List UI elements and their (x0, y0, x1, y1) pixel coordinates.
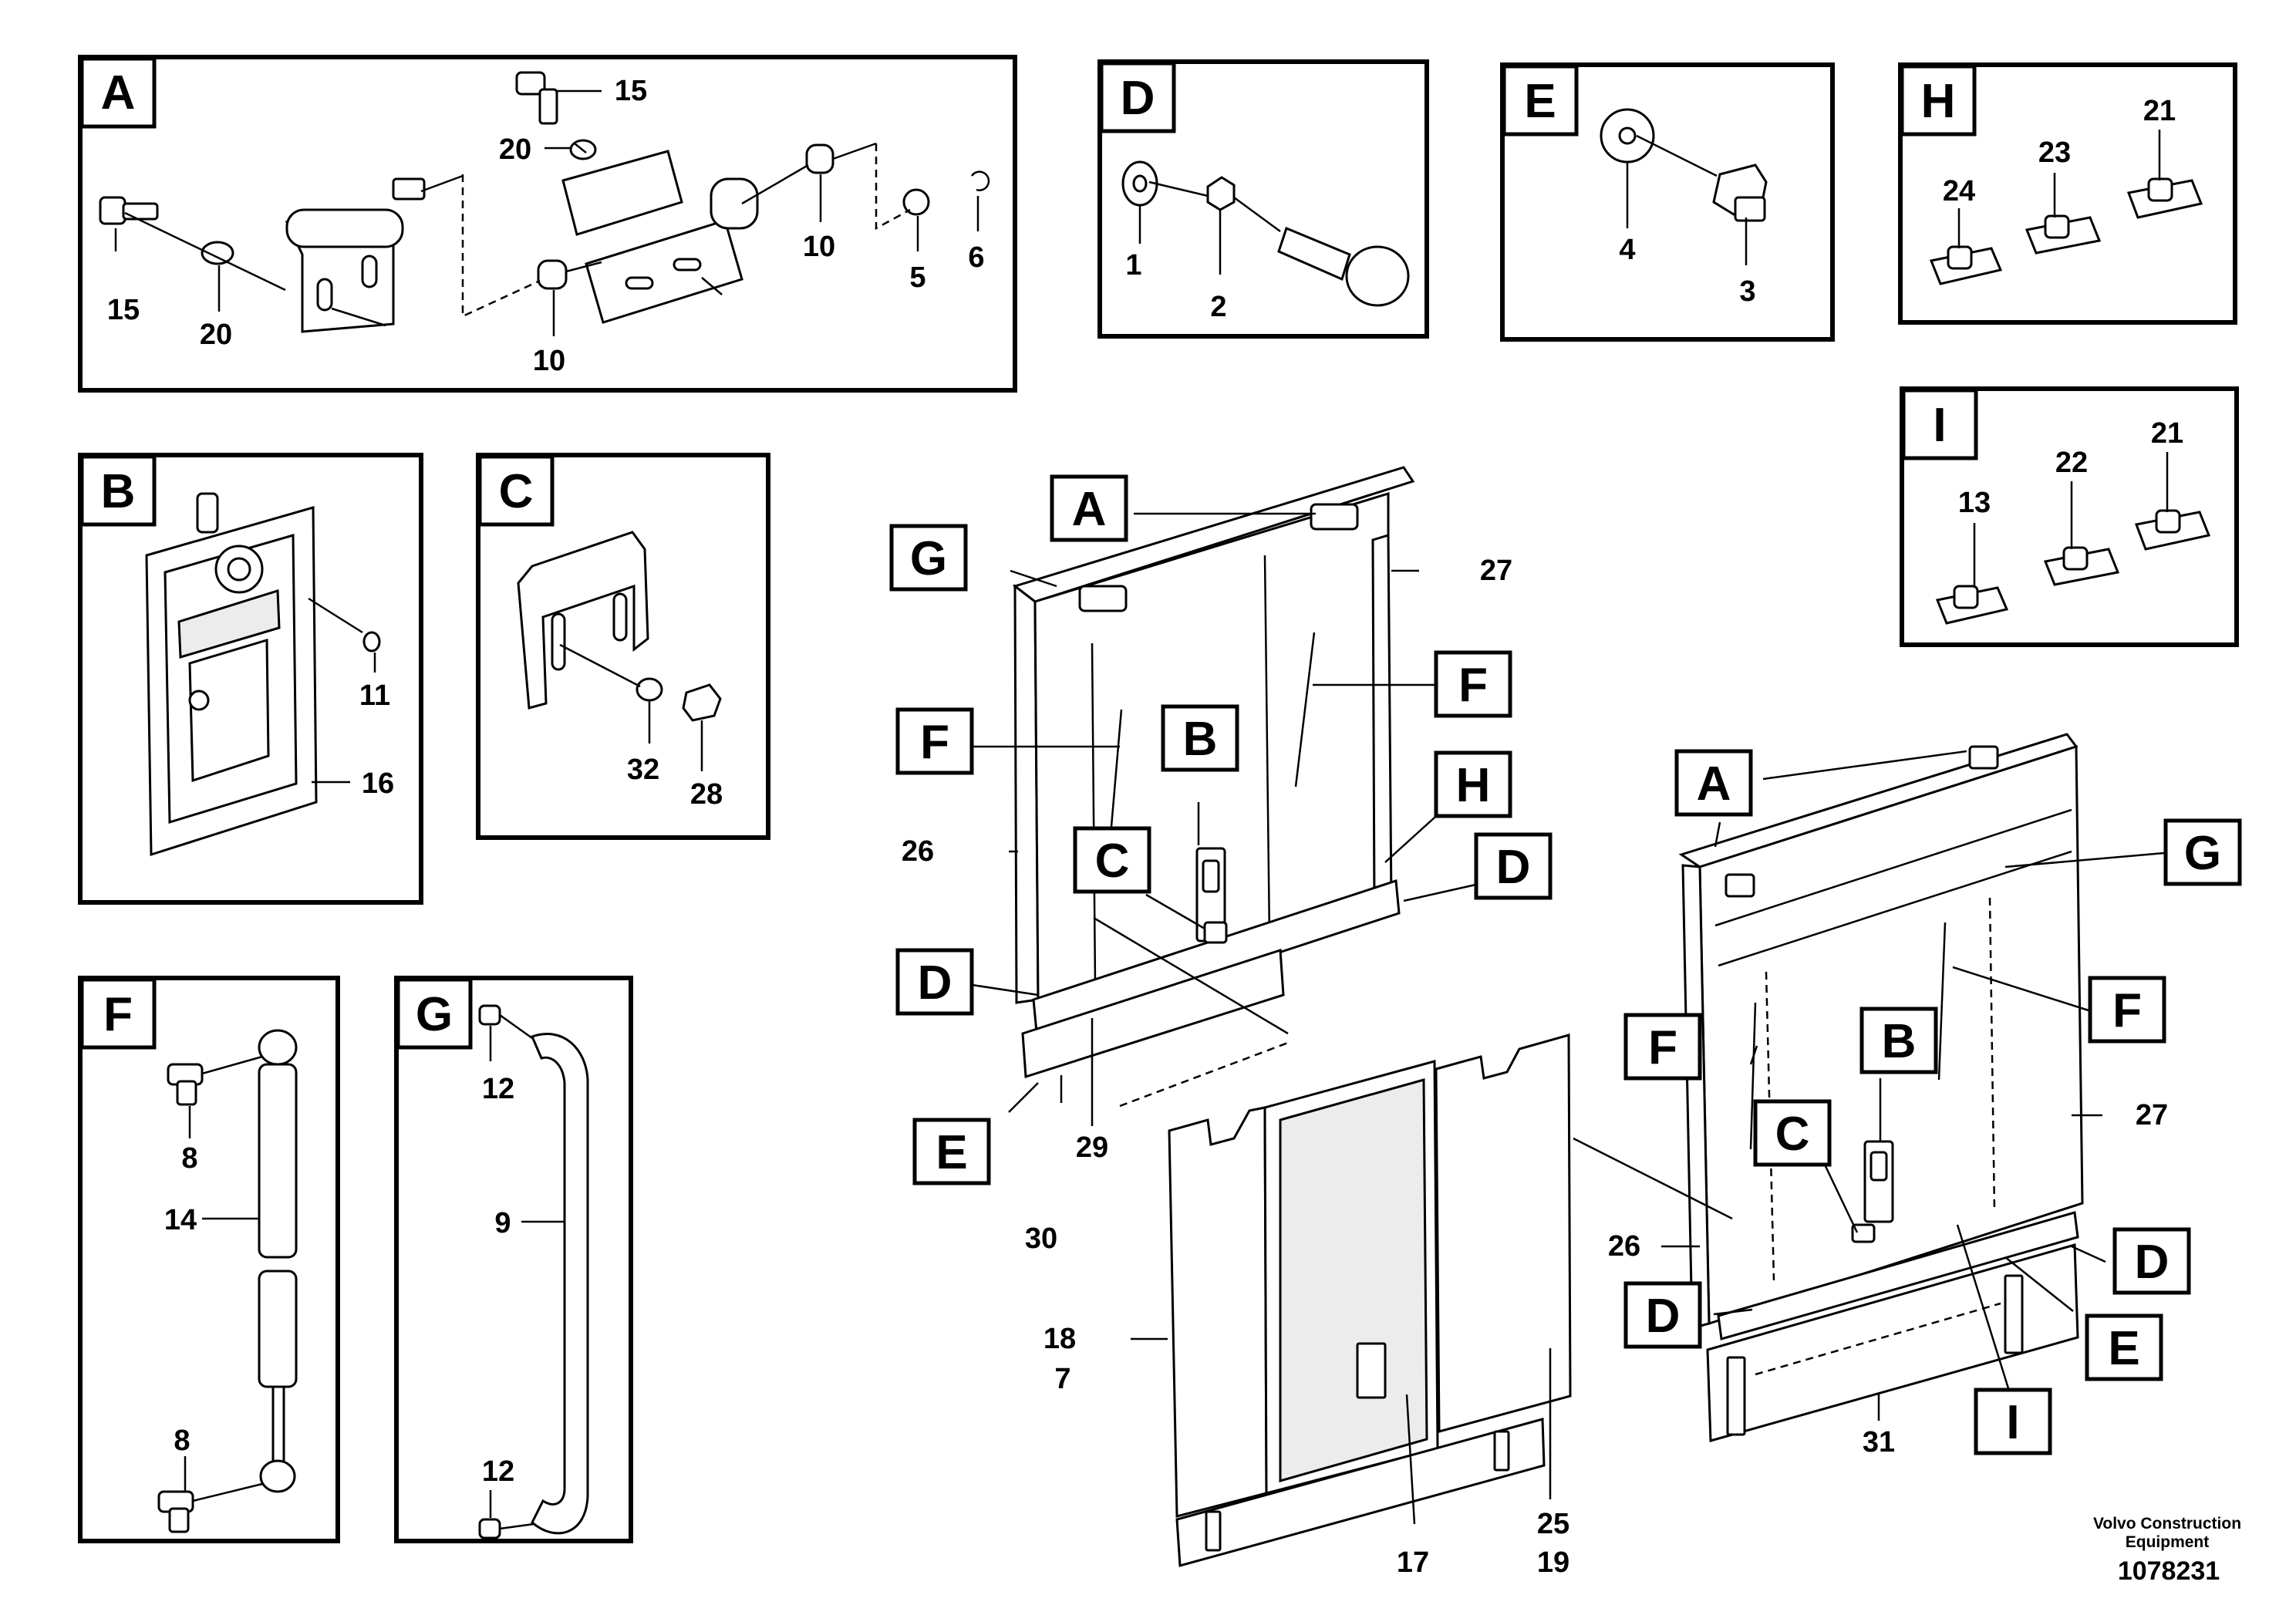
main-right-tag-g: G (2184, 827, 2221, 880)
detail-e-letter: E (1524, 75, 1556, 128)
detail-a: A (78, 55, 1017, 393)
credit-company: Volvo Construction (2093, 1515, 2241, 1533)
callout-a-6: 6 (968, 241, 984, 274)
detail-b-letter: B (101, 465, 136, 518)
detail-f: F 8 14 8 (78, 976, 340, 1543)
main-left-callout-30: 30 (1025, 1222, 1057, 1255)
striker-bracket-drawing (517, 531, 722, 771)
main-left-callout-19: 19 (1537, 1546, 1569, 1579)
callout-a-20-top: 20 (499, 133, 531, 166)
main-left-tag-g: G (910, 532, 947, 585)
grab-handle-drawing (478, 1004, 589, 1539)
detail-f-letter: F (103, 988, 133, 1041)
callout-b-16: 16 (362, 767, 394, 800)
callout-a-10-bottom: 10 (533, 345, 565, 377)
detail-a-letter: A (101, 66, 136, 120)
main-right-tag-f-right: F (2112, 984, 2142, 1037)
main-right-tag-c: C (1775, 1108, 1810, 1161)
hinge-assembly-drawing (99, 71, 990, 336)
callout-c-32: 32 (627, 754, 659, 786)
main-right-tag-b: B (1882, 1015, 1917, 1068)
callout-d-1: 1 (1125, 249, 1141, 282)
callout-a-15-top: 15 (615, 75, 647, 107)
main-right-callout-27: 27 (2136, 1099, 2168, 1131)
callout-h-21: 21 (2143, 95, 2176, 127)
main-left-tag-d-left: D (918, 956, 952, 1010)
main-right-tag-i: I (2006, 1396, 2019, 1449)
callout-a-20-left: 20 (200, 319, 232, 351)
clip-set-i-drawing (1935, 452, 2211, 625)
callout-e-4: 4 (1619, 234, 1635, 266)
callout-a-5: 5 (909, 261, 925, 294)
callout-e-3: 3 (1739, 275, 1755, 308)
callout-f-8-bottom: 8 (174, 1425, 190, 1457)
detail-i: I 13 22 21 (1900, 386, 2239, 647)
main-right-tag-d-left: D (1646, 1290, 1681, 1343)
callout-b-11: 11 (359, 679, 390, 712)
callout-i-13: 13 (1958, 487, 1991, 519)
main-left-tag-d-right: D (1496, 841, 1531, 894)
callout-c-28: 28 (690, 778, 723, 811)
main-assembly-right: A G F F B C D D E I 27 26 31 (1573, 733, 2242, 1458)
main-right-tag-a: A (1697, 757, 1731, 811)
main-right-callout-26: 26 (1608, 1230, 1640, 1263)
main-left-tag-e: E (936, 1126, 967, 1179)
detail-i-letter: I (1933, 399, 1946, 452)
bolt-washer-drawing (1600, 108, 1768, 265)
main-left-callout-29: 29 (1076, 1131, 1108, 1164)
main-right-tag-d-right: D (2135, 1236, 2170, 1289)
pin-washer-drawing (1121, 160, 1410, 307)
door-latch-drawing (145, 492, 381, 857)
credit-block: Volvo Construction Equipment 1078231 (2093, 1515, 2241, 1586)
callout-f-14: 14 (164, 1204, 197, 1236)
main-right-tag-f-left: F (1648, 1021, 1677, 1074)
main-left-callout-27: 27 (1480, 555, 1512, 587)
callout-i-22: 22 (2055, 447, 2088, 479)
callout-g-12-bottom: 12 (482, 1455, 514, 1488)
main-left-callout-18: 18 (1043, 1323, 1076, 1355)
detail-c-letter: C (499, 465, 534, 518)
main-left-tag-b: B (1183, 713, 1218, 766)
detail-g-letter: G (416, 988, 453, 1041)
main-assembly-left: A G F F B H C D D E 27 26 29 30 18 7 17 … (889, 466, 1572, 1579)
main-left-tag-f-right: F (1458, 659, 1488, 712)
cover-panel-left-drawing (1012, 466, 1415, 1108)
main-left-callout-7: 7 (1054, 1363, 1070, 1395)
detail-b: B 11 16 (78, 453, 423, 905)
filter-plates-left-drawing (1168, 1034, 1572, 1567)
detail-h-letter: H (1921, 75, 1956, 128)
callout-h-24: 24 (1943, 175, 1975, 207)
clip-set-h-drawing (1929, 130, 2203, 285)
callout-a-15-left: 15 (107, 294, 140, 326)
main-left-callout-17: 17 (1397, 1546, 1429, 1579)
detail-c: C 32 28 (476, 453, 770, 840)
detail-e: E 4 3 (1500, 62, 1835, 342)
gas-strut-drawing (157, 1029, 298, 1533)
callout-d-2: 2 (1210, 291, 1226, 323)
detail-d-letter: D (1121, 72, 1155, 125)
callout-i-21: 21 (2151, 417, 2183, 450)
main-left-callout-26: 26 (902, 835, 934, 868)
main-right-callout-31: 31 (1863, 1426, 1895, 1458)
main-left-tag-c: C (1095, 835, 1130, 888)
document-number: 1078231 (2118, 1556, 2220, 1586)
main-left-tag-f-left: F (920, 716, 949, 769)
detail-d: D 1 2 (1097, 59, 1429, 339)
callout-h-23: 23 (2038, 137, 2071, 169)
callout-f-8-top: 8 (181, 1142, 197, 1175)
main-left-callout-25: 25 (1537, 1508, 1569, 1540)
main-left-tag-a: A (1072, 483, 1107, 536)
detail-h: H 24 23 21 (1898, 62, 2237, 325)
callout-a-10-right: 10 (803, 231, 835, 263)
main-right-tag-e: E (2108, 1322, 2139, 1375)
callout-g-12-top: 12 (482, 1073, 514, 1105)
credit-company-line2: Equipment (2126, 1533, 2210, 1551)
detail-g: G 12 9 12 (394, 976, 633, 1543)
callout-g-9: 9 (494, 1207, 511, 1239)
main-left-tag-h: H (1456, 759, 1491, 812)
